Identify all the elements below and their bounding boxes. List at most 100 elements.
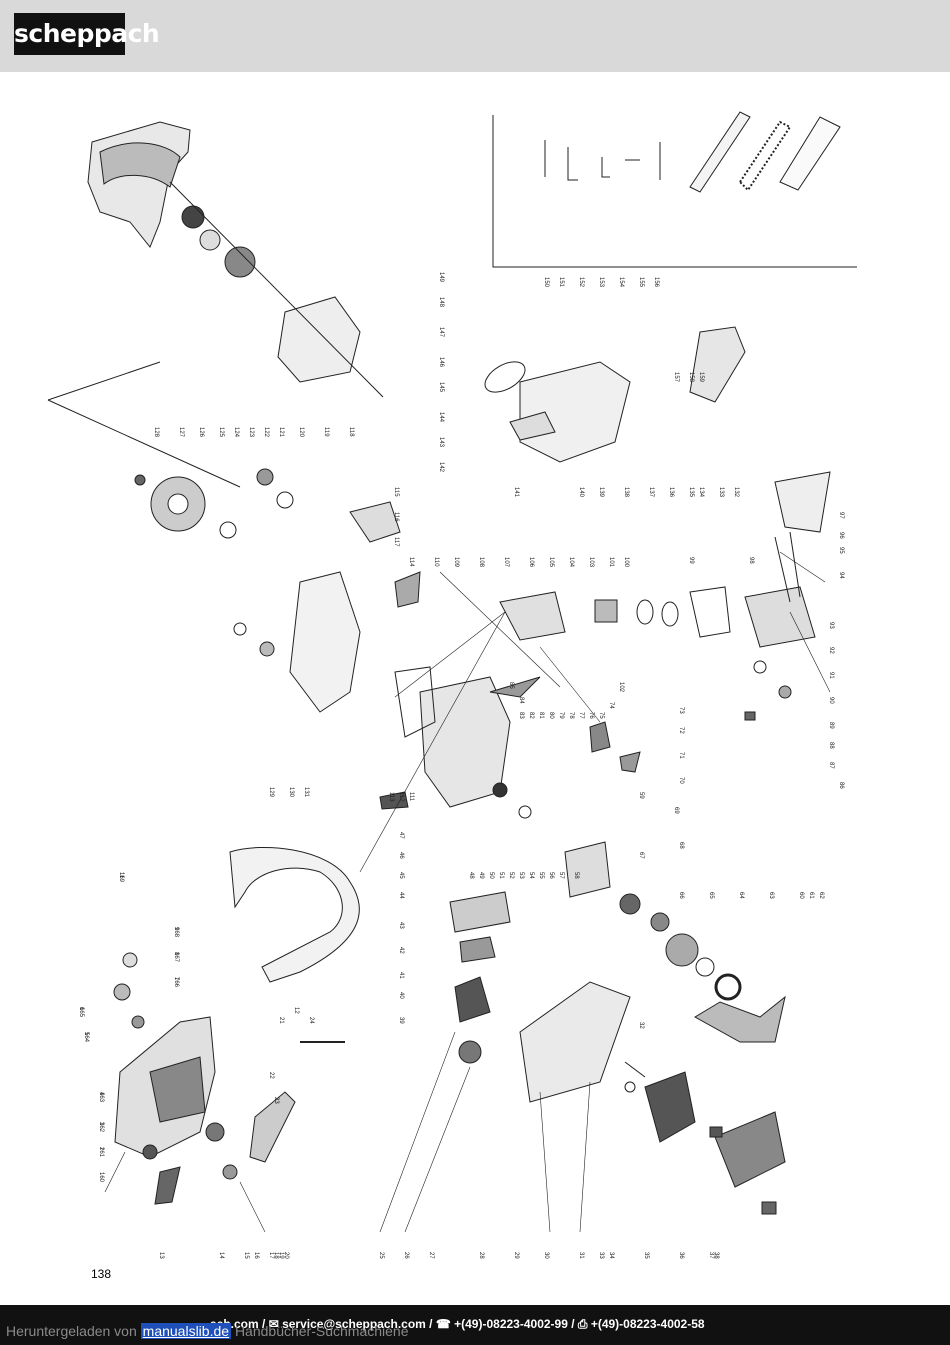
part-number-label: 123: [248, 427, 254, 438]
part-number-label: 64: [738, 892, 744, 899]
part-number-label: 159: [698, 372, 704, 383]
part-number-label: 107: [503, 557, 509, 568]
part-number-label: 83: [518, 712, 524, 719]
part-number-label: 139: [598, 487, 604, 498]
part-number-label: 37: [708, 1252, 714, 1259]
part-number-label: 144: [438, 412, 444, 423]
part-number-label: 22: [268, 1072, 274, 1079]
part-number-label: 116: [393, 512, 399, 522]
part-number-label: 113: [388, 792, 394, 802]
part-number-label: 70: [678, 777, 684, 784]
saw-chain: [738, 120, 792, 192]
part-number-label: 105: [548, 557, 554, 568]
part-number-label: 32: [638, 1022, 644, 1029]
part-number-label: 158: [688, 372, 694, 383]
part-number-label: 89: [828, 722, 834, 729]
part-number-label: 17: [268, 1252, 274, 1259]
part-number-label: 13: [158, 1252, 164, 1259]
part-number-label: 27: [428, 1252, 434, 1259]
cylinder-gasket: [689, 586, 731, 638]
part-number-label: 25: [378, 1252, 384, 1259]
muffler-shield: [774, 471, 831, 533]
part-number-label: 161: [98, 1147, 104, 1158]
part-number-label: 90: [828, 697, 834, 704]
part-number-label: 100: [623, 557, 629, 568]
scheppach-logo: scheppach: [14, 13, 160, 55]
part-number-label: 166: [173, 977, 179, 988]
manualslib-link[interactable]: manualslib.de: [140, 1323, 232, 1339]
part-number-label: 168: [173, 927, 179, 938]
part-number-label: 146: [438, 357, 444, 368]
part-number-label: 102: [618, 682, 624, 693]
part-number-label: 165: [78, 1007, 84, 1018]
part-number-label: 124: [233, 427, 239, 438]
watermark-prefix: Heruntergeladen von: [6, 1323, 137, 1339]
part-number-label: 151: [558, 277, 564, 288]
page-footer: ach.com / ✉ service@scheppach.com / ☎ +(…: [0, 1305, 950, 1345]
part-number-label: 98: [748, 557, 754, 564]
page-header: scheppach: [0, 0, 950, 72]
sprocket-cover: [644, 1071, 696, 1143]
part-number-label: 5: [83, 1032, 89, 1036]
part-number-label: 11: [118, 872, 124, 879]
part-number-label: 68: [678, 842, 684, 849]
part-number-label: 47: [398, 832, 404, 839]
part-number-label: 33: [598, 1252, 604, 1259]
part-number-label: 74: [608, 702, 614, 709]
part-number-label: 125: [218, 427, 224, 438]
part-number-label: 75: [598, 712, 604, 719]
chain-cover-guard: [779, 116, 841, 191]
watermark-suffix: Handbücher-Suchmachiene: [234, 1323, 409, 1339]
part-number-label: 152: [578, 277, 584, 288]
part-number-label: 140: [578, 487, 584, 498]
part-number-label: 50: [488, 872, 494, 879]
part-number-label: 80: [548, 712, 554, 719]
part-number-label: 110: [433, 557, 439, 567]
part-number-label: 93: [828, 622, 834, 629]
part-number-label: 109: [453, 557, 459, 568]
part-number-label: 120: [298, 427, 304, 438]
part-number-label: 65: [708, 892, 714, 899]
part-number-label: 67: [638, 852, 644, 859]
part-number-label: 169: [118, 872, 124, 883]
part-number-label: 14: [218, 1252, 224, 1259]
part-number-label: 35: [643, 1252, 649, 1259]
part-number-label: 66: [678, 892, 684, 899]
part-number-label: 72: [678, 727, 684, 734]
part-number-label: 31: [578, 1252, 584, 1259]
part-number-label: 130: [288, 787, 294, 798]
air-filter: [449, 891, 511, 933]
part-number-label: 88: [828, 742, 834, 749]
part-number-label: 164: [83, 1032, 89, 1043]
part-number-label: 121: [278, 427, 284, 438]
part-number-label: 155: [638, 277, 644, 288]
part-number-label: 134: [698, 487, 704, 498]
part-number-label: 73: [678, 707, 684, 714]
part-number-label: 54: [528, 872, 534, 879]
part-number-label: 101: [608, 557, 614, 568]
part-number-label: 126: [198, 427, 204, 438]
part-number-label: 150: [543, 277, 549, 288]
part-number-label: 108: [478, 557, 484, 568]
part-number-label: 44: [398, 892, 404, 899]
part-number-label: 82: [528, 712, 534, 719]
part-number-label: 18: [273, 1252, 279, 1259]
part-number-label: 133: [718, 487, 724, 498]
part-number-label: 20: [283, 1252, 289, 1259]
part-number-label: 48: [468, 872, 474, 879]
part-number-label: 39: [398, 1017, 404, 1024]
part-number-label: 160: [98, 1172, 104, 1183]
part-number-label: 42: [398, 947, 404, 954]
part-number-label: 60: [798, 892, 804, 899]
part-number-label: 21: [278, 1017, 284, 1024]
part-number-label: 95: [838, 547, 844, 554]
part-number-label: 154: [618, 277, 624, 288]
part-number-label: 149: [438, 272, 444, 283]
part-number-label: 128: [153, 427, 159, 438]
accessory-box-frame: [492, 115, 857, 268]
part-number-label: 91: [828, 672, 834, 679]
part-number-label: 3: [98, 1122, 104, 1126]
part-number-label: 163: [98, 1092, 104, 1103]
part-number-label: 119: [323, 427, 329, 437]
part-number-label: 138: [623, 487, 629, 498]
